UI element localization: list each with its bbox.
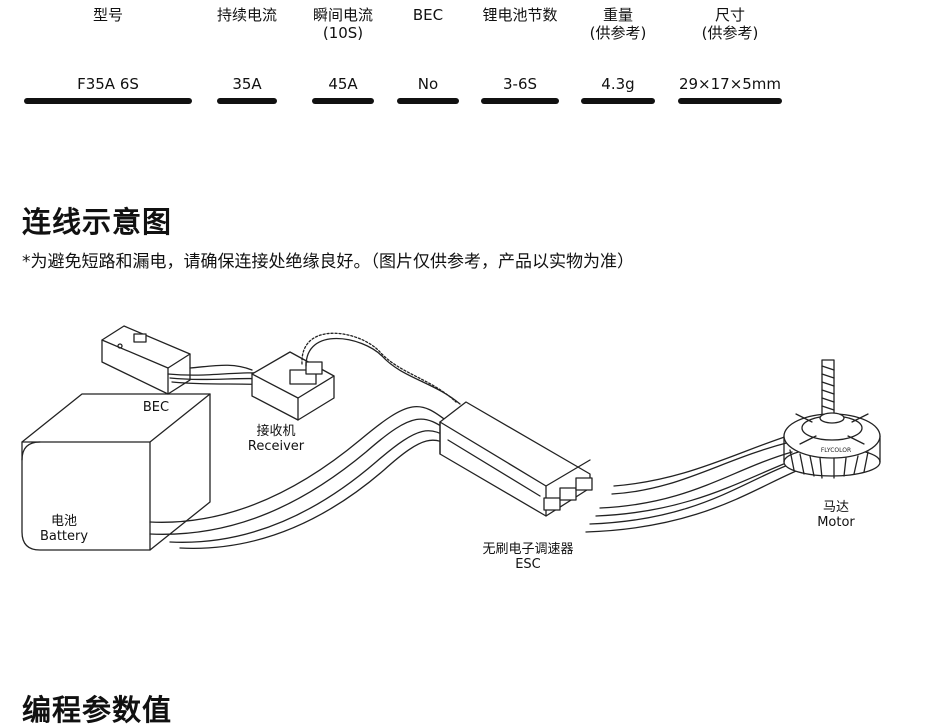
motor-label: 马达 Motor: [806, 500, 866, 530]
spec-underline: [481, 98, 559, 104]
spec-weight: 重量 (供参考) 4.3g: [581, 0, 655, 104]
receiver-label-zh: 接收机: [256, 424, 296, 439]
receiver-label: 接收机 Receiver: [236, 424, 316, 454]
spec-model: 型号 F35A 6S: [24, 0, 192, 104]
spec-bec: BEC No: [397, 0, 459, 104]
signal-wire: [301, 332, 461, 405]
spec-lipo-cells: 锂电池节数 3-6S: [481, 0, 559, 104]
battery-label-en: Battery: [39, 529, 89, 544]
bec-shape: [101, 325, 191, 395]
motor-wires: [585, 431, 809, 533]
spec-value: 35A: [232, 75, 262, 93]
spec-underline: [397, 98, 459, 104]
spec-value: 3-6S: [502, 75, 538, 93]
spec-header-line: 锂电池节数: [482, 6, 558, 24]
spec-header-line: 重量: [602, 6, 633, 24]
receiver-label-en: Receiver: [247, 439, 305, 454]
spec-header: 锂电池节数: [481, 0, 559, 48]
spec-underline: [217, 98, 277, 104]
spec-value: No: [417, 75, 439, 93]
bec-label-line: BEC: [142, 400, 170, 415]
spec-header: 重量 (供参考): [581, 0, 655, 48]
spec-value: 29×17×5mm: [678, 75, 782, 93]
spec-underline: [24, 98, 192, 104]
spec-underline: [678, 98, 782, 104]
spec-dimensions: 尺寸 (供参考) 29×17×5mm: [678, 0, 782, 104]
spec-header: 持续电流: [217, 0, 277, 48]
battery-shape: [21, 393, 211, 551]
spec-header-line: 型号: [92, 6, 123, 24]
programming-title: 编程参数值: [22, 693, 173, 727]
spec-header-line: (供参考): [701, 24, 759, 42]
motor-brand: FLYCOLOR: [821, 447, 851, 454]
spec-value: 4.3g: [601, 75, 635, 93]
receiver-shape: [251, 351, 335, 421]
spec-value: F35A 6S: [77, 75, 139, 93]
spec-underline: [312, 98, 374, 104]
spec-header: 瞬间电流 (10S): [312, 0, 374, 48]
wiring-diagram: FLYCOLOR BEC 接收机 Receiver 电池 Battery 无刷电…: [0, 290, 940, 590]
spec-continuous-current: 持续电流 35A: [217, 0, 277, 104]
esc-label-en: ESC: [515, 557, 541, 572]
wiring-title: 连线示意图: [22, 205, 173, 239]
spec-header: 尺寸 (供参考): [678, 0, 782, 48]
esc-shape: [439, 401, 593, 517]
spec-header: 型号: [24, 0, 192, 48]
spec-header-line: BEC: [412, 6, 444, 24]
spec-header-line: 持续电流: [217, 6, 278, 24]
motor-shape: [783, 359, 881, 479]
spec-header-line: (供参考): [589, 24, 647, 42]
bec-label: BEC: [136, 400, 176, 415]
spec-header: BEC: [397, 0, 459, 48]
spec-header-line: 瞬间电流: [312, 6, 373, 24]
battery-label: 电池 Battery: [24, 514, 104, 544]
battery-label-zh: 电池: [50, 514, 77, 529]
spec-burst-current: 瞬间电流 (10S) 45A: [312, 0, 374, 104]
spec-value: 45A: [328, 75, 358, 93]
esc-label-zh: 无刷电子调速器: [482, 542, 574, 557]
spec-underline: [581, 98, 655, 104]
motor-label-zh: 马达: [822, 500, 849, 515]
battery-wires: [149, 406, 455, 549]
spec-header-line: 尺寸: [714, 6, 745, 24]
esc-label: 无刷电子调速器 ESC: [468, 542, 588, 572]
spec-header-line: (10S): [322, 24, 364, 42]
wiring-note: *为避免短路和漏电，请确保连接处绝缘良好。（图片仅供参考，产品以实物为准）: [22, 252, 634, 272]
wiring-diagram-svg: FLYCOLOR: [21, 325, 881, 551]
motor-label-en: Motor: [817, 515, 855, 530]
